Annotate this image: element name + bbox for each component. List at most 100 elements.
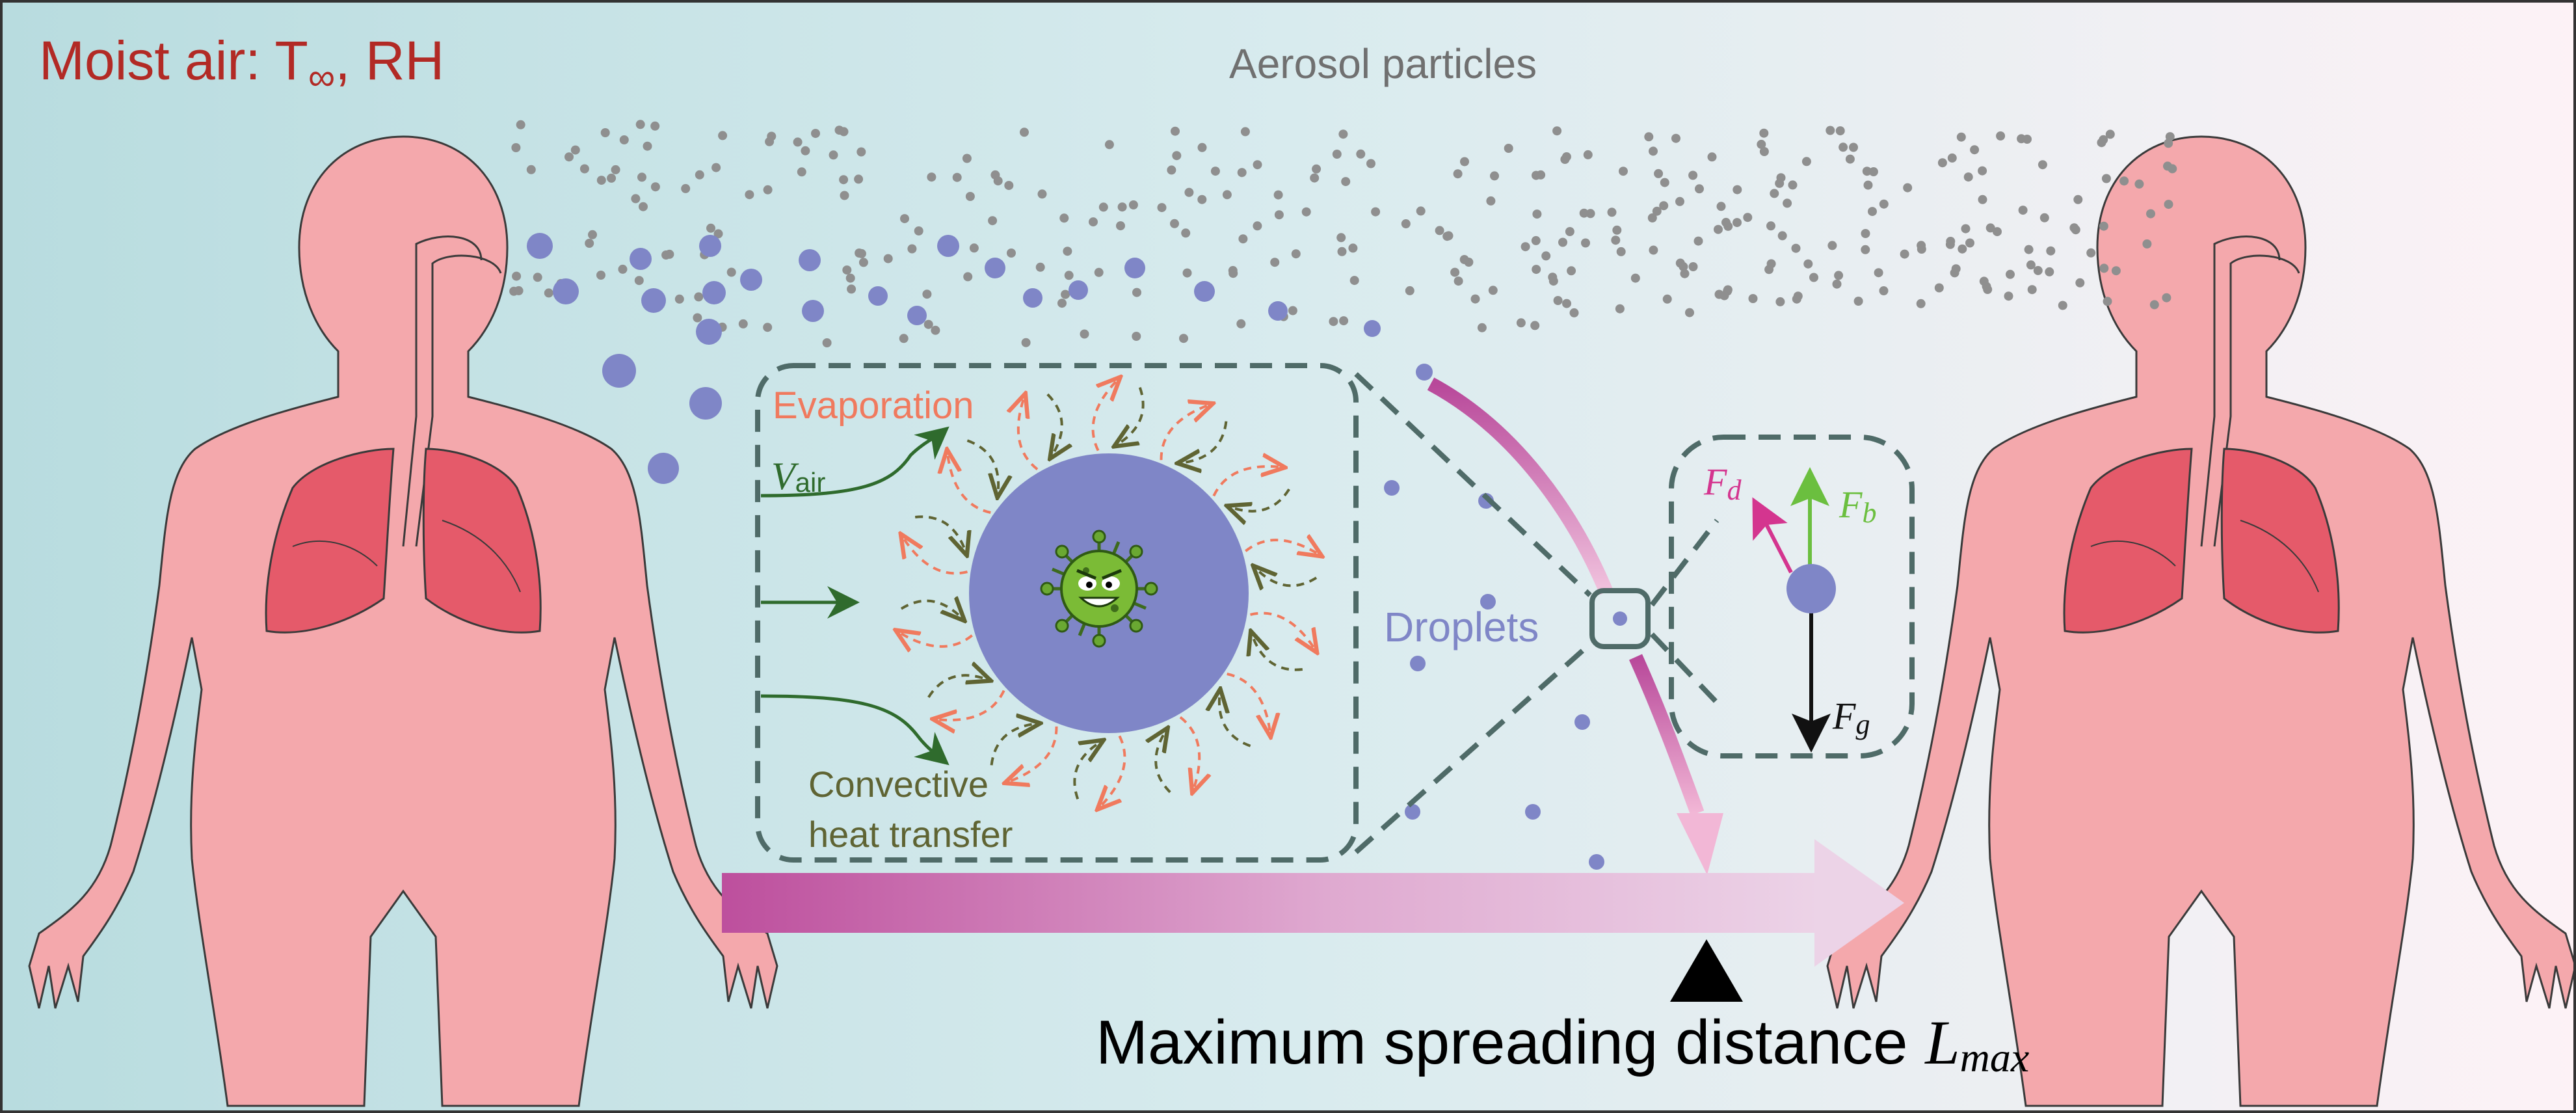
- aerosol-particle: [1339, 316, 1349, 326]
- aerosol-particle: [952, 172, 962, 182]
- aerosol-particle: [618, 264, 628, 274]
- droplet-particle: [699, 235, 721, 257]
- aerosol-particle: [1238, 234, 1248, 244]
- aerosol-particle: [1630, 273, 1640, 283]
- aerosol-particle: [1486, 196, 1496, 206]
- aerosol-particle: [1098, 202, 1108, 212]
- aerosol-particle: [674, 294, 684, 304]
- fg-label: Fg: [1832, 695, 1870, 740]
- aerosol-particle: [1488, 286, 1498, 295]
- aerosol-particle: [1827, 241, 1837, 250]
- aerosol-particle: [801, 146, 810, 155]
- aerosol-particle: [1835, 126, 1845, 136]
- aerosol-particle: [1128, 200, 1138, 209]
- evaporation-arrow: [1007, 726, 1058, 783]
- aerosol-particle: [1978, 166, 1987, 176]
- aerosol-particle: [1900, 249, 1909, 259]
- fb-label: Fb: [1839, 483, 1876, 529]
- droplet-particle: [1480, 594, 1496, 610]
- aerosol-particle: [1978, 194, 1987, 204]
- aerosol-particle: [1210, 167, 1220, 176]
- aerosol-particle: [1934, 283, 1944, 293]
- aerosol-particle: [1341, 177, 1351, 187]
- aerosol-particle: [2162, 293, 2171, 302]
- droplet-particle: [696, 319, 722, 345]
- aerosol-particle: [1849, 142, 1858, 152]
- convective-label-line2: heat transfer: [808, 814, 1013, 855]
- aerosol-particle: [1197, 142, 1207, 152]
- evaporation-arrow: [1179, 716, 1199, 791]
- aerosol-particle: [931, 325, 940, 335]
- aerosol-particle: [1520, 242, 1530, 252]
- aerosol-particle: [695, 170, 704, 180]
- droplet-particle: [1405, 804, 1420, 820]
- aerosol-particle: [1803, 259, 1813, 269]
- droplet-particle: [740, 269, 762, 291]
- aerosol-particle: [2073, 194, 2083, 204]
- aerosol-particle: [2006, 269, 2015, 279]
- aerosol-particle: [1879, 286, 1889, 295]
- aerosol-particle: [2033, 265, 2043, 275]
- aerosol-particle: [1565, 227, 1574, 236]
- aerosol-particle: [1861, 229, 1870, 238]
- aerosol-particle: [1649, 146, 1658, 156]
- convective-label-line1: Convective: [808, 764, 989, 805]
- aerosol-particle: [1759, 147, 1769, 156]
- evaporation-arrows: [897, 379, 1320, 807]
- aerosol-particle: [927, 172, 936, 182]
- aerosol-particle: [839, 175, 849, 185]
- aerosol-particle: [1236, 319, 1246, 329]
- aerosol-particle: [1094, 267, 1104, 277]
- droplet-cloud: [527, 233, 1604, 870]
- aerosol-particle: [634, 276, 644, 286]
- zoom-lines: [1354, 372, 1720, 854]
- aerosol-particle: [2142, 239, 2152, 248]
- triangle-marker-icon: [1670, 939, 1743, 1002]
- aerosol-particle: [1301, 207, 1311, 217]
- aerosol-particle: [1459, 255, 1469, 264]
- aerosol-particle: [855, 248, 864, 258]
- force-droplet: [1786, 564, 1836, 613]
- aerosol-particle: [2045, 267, 2054, 276]
- aerosol-particle: [883, 254, 893, 263]
- aerosol-particle: [1660, 178, 1669, 187]
- evaporation-label: Evaporation: [773, 384, 974, 427]
- aerosol-particle: [1721, 217, 1731, 227]
- convective-arrow: [1180, 421, 1228, 463]
- droplet-particle: [1268, 301, 1288, 321]
- aerosol-particle: [681, 183, 691, 193]
- aerosol-particle: [1453, 169, 1463, 179]
- aerosol-particle: [711, 163, 721, 172]
- aerosol-particle: [1861, 245, 1870, 254]
- aerosol-particle: [1167, 165, 1176, 175]
- aerosol-particle: [2018, 206, 2028, 215]
- zoom-square: [1589, 588, 1651, 649]
- aerosol-particle: [1157, 203, 1167, 213]
- aerosol-particle: [1583, 150, 1593, 159]
- aerosol-particle: [2146, 209, 2155, 219]
- aerosol-particle: [596, 176, 606, 185]
- evaporation-arrow: [1212, 466, 1282, 497]
- convective-arrow: [990, 723, 1038, 766]
- evaporation-arrow: [1250, 611, 1316, 650]
- aerosol-particle: [1004, 181, 1014, 191]
- aerosol-particle: [1288, 306, 1297, 315]
- aerosol-particle: [1253, 221, 1262, 231]
- aerosol-particle: [767, 131, 777, 141]
- convective-arrows: [900, 386, 1318, 800]
- aerosol-particle: [1956, 132, 1966, 142]
- aerosol-particle: [840, 191, 849, 200]
- aerosol-particle: [1675, 196, 1684, 206]
- aerosol-particle: [579, 164, 589, 174]
- aerosol-particle: [1743, 213, 1753, 222]
- aerosol-particle: [1993, 227, 2002, 237]
- aerosol-particle: [1947, 153, 1957, 163]
- aerosol-particle: [1654, 168, 1664, 178]
- aerosol-particle: [1179, 334, 1188, 343]
- aerosol-particle: [2046, 246, 2056, 256]
- aerosol-particle: [1274, 210, 1284, 220]
- aerosol-particle: [969, 243, 979, 253]
- aerosol-particle: [738, 319, 748, 329]
- aerosol-particle: [1647, 213, 1657, 222]
